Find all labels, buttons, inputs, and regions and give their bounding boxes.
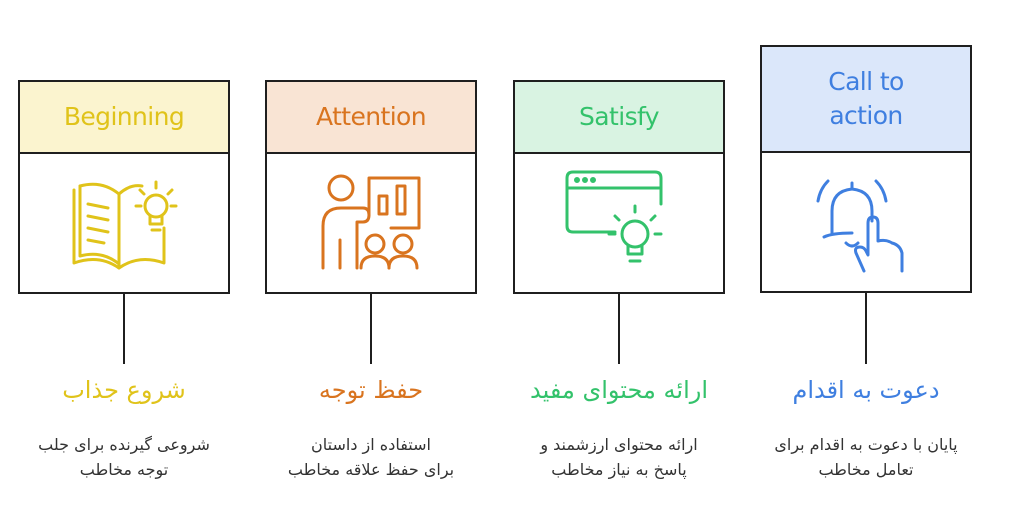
step-icon-area	[20, 154, 228, 292]
step-title: Satisfy	[515, 82, 723, 154]
connector-line	[123, 292, 125, 364]
step-heading: دعوت به اقدام	[792, 376, 940, 404]
step-title: Beginning	[20, 82, 228, 154]
presenter-audience-icon	[321, 174, 421, 270]
step-icon-area	[267, 154, 475, 292]
step-description: استفاده از داستان برای حفظ علاقه مخاطب	[245, 432, 497, 482]
step-description-line: ارائه محتوای ارزشمند و	[540, 435, 698, 454]
bell-tap-icon	[816, 179, 904, 273]
step-satisfy: Satisfy ارائه محتوای مفید ارائه محتوای ا…	[513, 0, 725, 531]
step-title: Call to action	[762, 47, 970, 153]
step-heading: حفظ توجه	[318, 376, 424, 404]
open-book-lightbulb-icon	[72, 180, 178, 270]
connector-line	[865, 293, 867, 364]
step-description: پایان با دعوت به اقدام برای تعامل مخاطب	[740, 432, 992, 482]
browser-lightbulb-icon	[565, 170, 663, 263]
step-card: Satisfy	[513, 80, 725, 294]
step-title: Attention	[267, 82, 475, 154]
step-description-line: برای حفظ علاقه مخاطب	[287, 460, 455, 479]
step-attention: Attention حفظ توجه استفاده از داستان برا…	[265, 0, 477, 531]
step-title-line: action	[829, 101, 903, 130]
step-beginning: Beginning شروع جذاب	[18, 0, 230, 531]
step-card: Attention	[265, 80, 477, 294]
step-card: Beginning	[18, 80, 230, 294]
step-icon-area	[515, 154, 723, 292]
connector-line	[618, 292, 620, 364]
step-description-line: شروعی گیرنده برای جلب	[38, 435, 210, 454]
step-title-line: Call to	[828, 67, 904, 96]
step-heading: ارائه محتوای مفید	[529, 376, 708, 404]
step-description-line: پایان با دعوت به اقدام برای	[774, 435, 958, 454]
step-card: Call to action	[760, 45, 972, 293]
step-description-line: استفاده از داستان	[311, 435, 431, 454]
step-icon-area	[762, 153, 970, 291]
step-description-line: توجه مخاطب	[79, 460, 169, 479]
connector-line	[370, 292, 372, 364]
step-heading: شروع جذاب	[62, 376, 186, 404]
step-call-to-action: Call to action دعوت به اقدام پایان با دع…	[760, 0, 972, 531]
step-description-line: پاسخ به نیاز مخاطب	[551, 460, 687, 479]
step-description: شروعی گیرنده برای جلب توجه مخاطب	[0, 432, 250, 482]
step-description-line: تعامل مخاطب	[818, 460, 914, 479]
step-description: ارائه محتوای ارزشمند و پاسخ به نیاز مخاط…	[493, 432, 745, 482]
